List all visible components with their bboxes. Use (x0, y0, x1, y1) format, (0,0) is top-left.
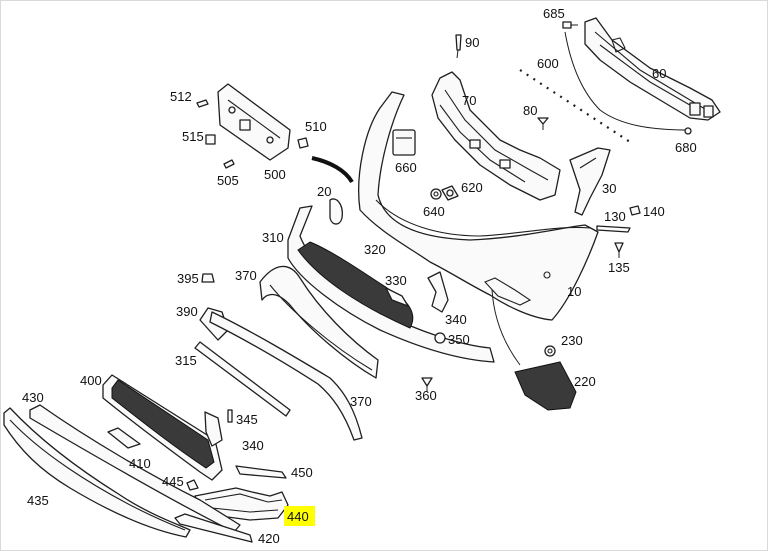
label-220: 220 (574, 374, 596, 389)
part-515-clip (205, 134, 216, 145)
part-330-insert (385, 287, 409, 307)
label-370a: 370 (235, 268, 257, 283)
label-330: 330 (385, 273, 407, 288)
label-350: 350 (448, 332, 470, 347)
part-135-screw (614, 242, 624, 258)
label-345: 345 (236, 412, 258, 427)
label-640: 640 (423, 204, 445, 219)
part-90-stud (455, 34, 462, 59)
part-130-clip (596, 225, 631, 233)
part-340-bracket-lower (204, 411, 223, 447)
label-360: 360 (415, 388, 437, 403)
label-395: 395 (177, 271, 199, 286)
label-445: 445 (162, 474, 184, 489)
label-70: 70 (462, 93, 476, 108)
part-370-trim-frame (259, 265, 379, 379)
label-90: 90 (465, 35, 479, 50)
part-345-bracket (227, 409, 233, 423)
part-370-chrome-strip-lower (209, 311, 363, 441)
part-410-emblem (107, 427, 141, 449)
part-400-lower-grille (102, 374, 223, 481)
part-450-molding (235, 465, 287, 479)
label-230: 230 (561, 333, 583, 348)
part-30-side-bracket (569, 147, 611, 216)
label-30: 30 (602, 181, 616, 196)
label-315: 315 (175, 353, 197, 368)
label-620: 620 (461, 180, 483, 195)
label-440-highlight (284, 506, 315, 526)
label-80: 80 (523, 103, 537, 118)
part-420-trim-strip (174, 513, 253, 543)
label-130: 130 (604, 209, 626, 224)
label-420: 420 (258, 531, 280, 546)
label-515: 515 (182, 129, 204, 144)
part-360-screw (421, 377, 433, 392)
label-505: 505 (217, 173, 239, 188)
part-445-clip (186, 479, 199, 491)
part-labels: 685 90 600 60 70 80 680 512 515 510 660 … (22, 6, 697, 546)
part-680-wire (564, 31, 692, 135)
label-340a: 340 (445, 312, 467, 327)
part-395-clip (201, 273, 215, 283)
label-320: 320 (364, 242, 386, 257)
label-685: 685 (543, 6, 565, 21)
part-505-screw (223, 159, 235, 169)
part-20-trim-strip (311, 156, 354, 184)
part-10-bumper-cover (358, 91, 599, 321)
label-435: 435 (27, 493, 49, 508)
part-220-fog-grille (491, 289, 577, 411)
label-660: 660 (395, 160, 417, 175)
label-370b: 370 (350, 394, 372, 409)
part-60-impact-bar (584, 17, 721, 121)
label-10: 10 (567, 284, 581, 299)
label-340b: 340 (242, 438, 264, 453)
part-500-plate-bracket (217, 83, 291, 161)
part-510-nut (297, 137, 309, 149)
label-135: 135 (608, 260, 630, 275)
label-390: 390 (176, 304, 198, 319)
part-620-sensor-holder (441, 185, 459, 201)
label-60: 60 (652, 66, 666, 81)
label-140: 140 (643, 204, 665, 219)
label-500: 500 (264, 167, 286, 182)
part-70-support-bracket (431, 71, 561, 201)
part-435-lower-spoiler (3, 407, 191, 538)
label-600: 600 (537, 56, 559, 71)
label-512: 512 (170, 89, 192, 104)
part-685-bolt (562, 21, 578, 29)
label-20: 20 (317, 184, 331, 199)
part-512-screw (196, 99, 209, 108)
label-510: 510 (305, 119, 327, 134)
part-140-clip (629, 205, 641, 216)
label-440: 440 (287, 509, 309, 524)
part-660-module (392, 129, 416, 156)
part-640-sensor (430, 188, 442, 200)
label-410: 410 (129, 456, 151, 471)
part-320-sensor (329, 198, 343, 225)
part-340-bracket-upper (427, 271, 449, 313)
part-315-strip (194, 341, 291, 417)
part-230-sensor (544, 345, 556, 357)
part-80-screw (537, 117, 549, 130)
part-350-nut (434, 332, 446, 344)
label-450: 450 (291, 465, 313, 480)
part-600-cable (519, 69, 631, 143)
label-680: 680 (675, 140, 697, 155)
label-310: 310 (262, 230, 284, 245)
label-400: 400 (80, 373, 102, 388)
label-430: 430 (22, 390, 44, 405)
part-310-lower-panel (287, 205, 495, 363)
